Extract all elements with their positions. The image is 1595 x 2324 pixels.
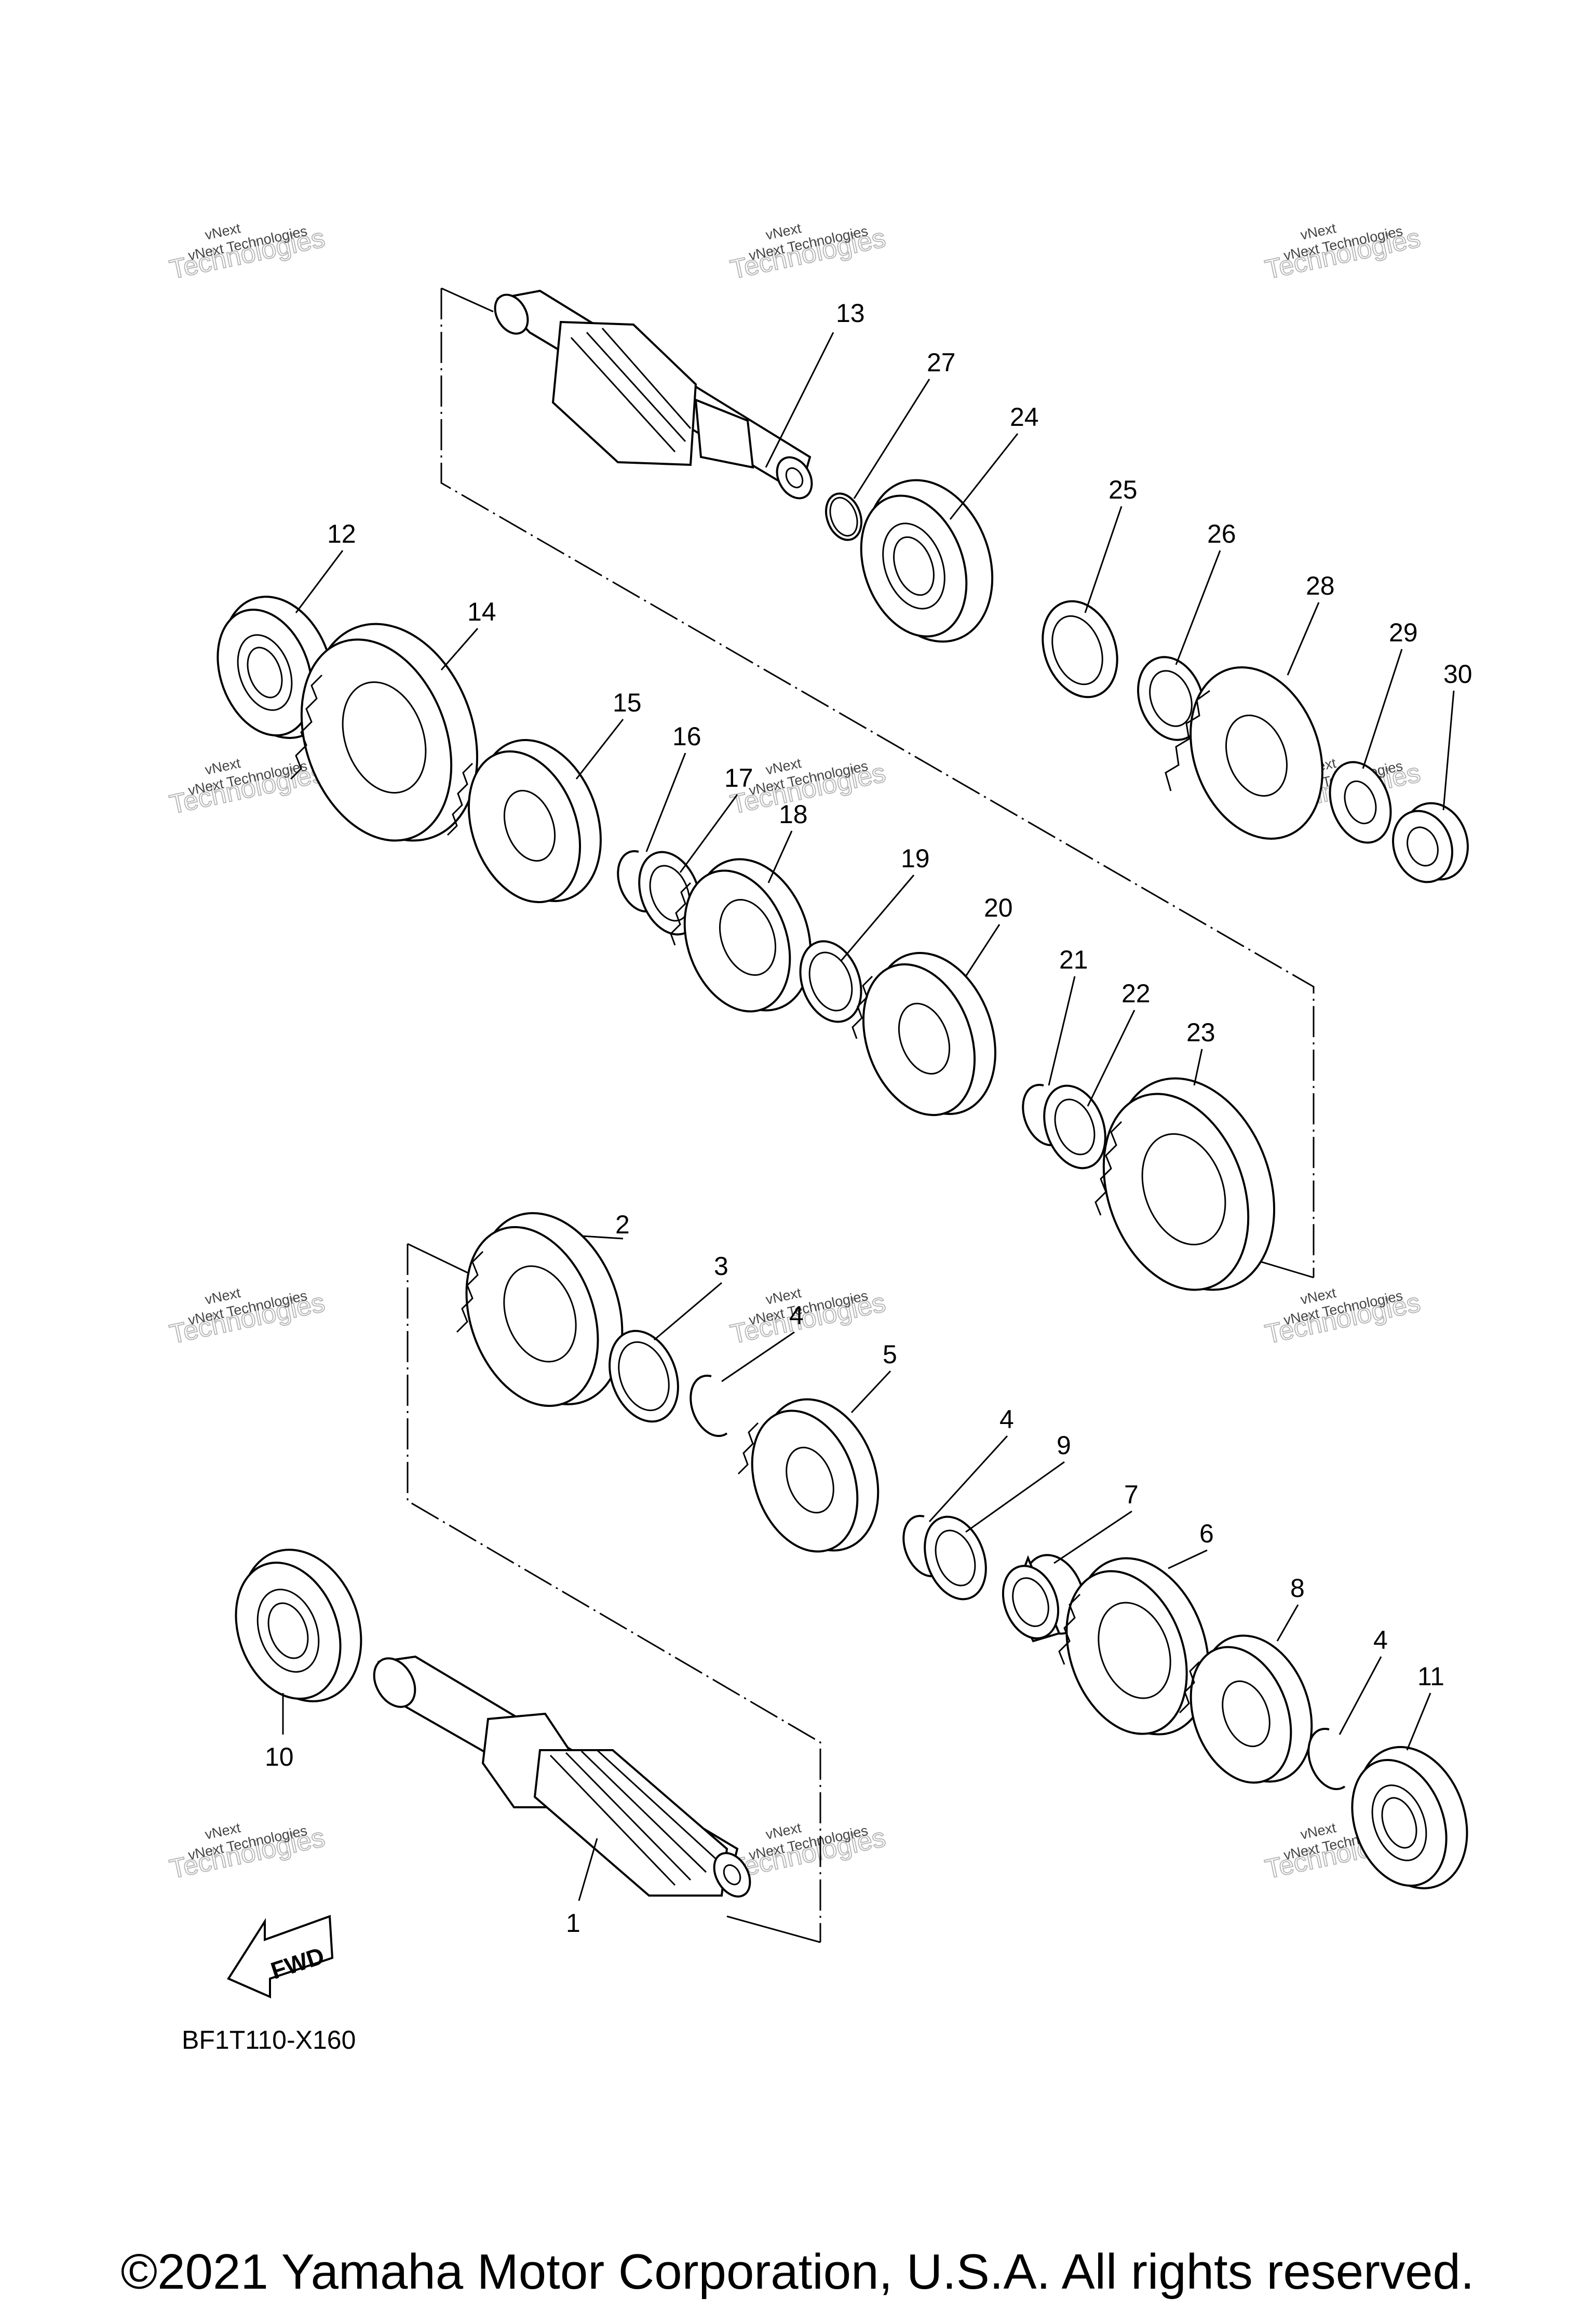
watermark: Technologies vNext vNext Technologies	[167, 220, 328, 286]
o-ring	[825, 492, 862, 541]
callout-label: 3	[714, 1252, 728, 1281]
callout-label: 8	[1290, 1574, 1305, 1603]
oil-seal	[1042, 600, 1118, 698]
callout-label: 7	[1124, 1480, 1139, 1509]
gear	[670, 858, 812, 1013]
diagram-code: BF1T110-X160	[182, 2025, 356, 2054]
callout-label: 2	[615, 1210, 630, 1239]
main-axle-shaft	[494, 289, 813, 500]
bearing	[860, 479, 994, 643]
callout-label: 9	[1057, 1431, 1071, 1460]
callout-label: 24	[1010, 402, 1039, 432]
gear	[290, 623, 478, 842]
bearing	[1351, 1746, 1468, 1889]
callout-label: 16	[672, 722, 701, 751]
fwd-arrow-icon: FWD	[227, 1915, 334, 1999]
gear	[456, 1212, 624, 1407]
callout-label: 4	[789, 1301, 804, 1330]
callout-label: 13	[836, 299, 865, 328]
circlip	[690, 1374, 728, 1437]
lock-washer	[1329, 761, 1392, 844]
callout-label: 4	[1373, 1626, 1388, 1655]
drive-axle-shaft	[373, 1655, 751, 1898]
callout-label: 11	[1417, 1662, 1444, 1691]
copyright-notice: ©2021 Yamaha Motor Corporation, U.S.A. A…	[120, 2244, 1475, 2300]
callout-label: 21	[1059, 945, 1088, 974]
gear	[1058, 1557, 1210, 1736]
callout-label: 19	[901, 844, 930, 873]
watermark: Technologies vNext vNext Technologies	[167, 1285, 328, 1350]
callout-labels: 13 27 24 25 26 28 29 30 12 14 15 16 17 1…	[265, 299, 1472, 1938]
callout-label: 30	[1443, 660, 1472, 689]
callout-label: 12	[327, 519, 356, 548]
callout-label: 26	[1207, 519, 1236, 548]
nut	[1392, 802, 1469, 883]
washer	[609, 1329, 679, 1423]
watermark: Technologies vNext vNext Technologies	[1262, 1285, 1424, 1350]
watermark: Technologies vNext vNext Technologies	[727, 220, 889, 286]
washer	[799, 940, 862, 1023]
callout-label: 23	[1186, 1018, 1215, 1047]
callout-label: 10	[265, 1742, 294, 1771]
gear	[1094, 1077, 1276, 1291]
callout-label: 15	[613, 688, 642, 717]
callout-label: 4	[999, 1405, 1014, 1434]
drive-axle-bracket	[407, 1243, 821, 1943]
callout-label: 17	[724, 763, 753, 792]
watermark: Technologies vNext vNext Technologies	[727, 1285, 889, 1350]
gear	[1179, 1634, 1313, 1784]
toothed-washer	[924, 1515, 987, 1601]
callout-label: 18	[779, 800, 808, 829]
callout-label: 29	[1389, 618, 1418, 647]
callout-label: 6	[1199, 1519, 1214, 1548]
callout-label: 20	[984, 893, 1013, 922]
toothed-washer	[1043, 1084, 1106, 1170]
watermark: Technologies vNext vNext Technologies	[167, 1820, 328, 1885]
watermark: Technologies vNext vNext Technologies	[1262, 220, 1424, 286]
callout-label: 5	[883, 1340, 897, 1369]
callout-label: 22	[1121, 979, 1151, 1008]
callout-label: 28	[1306, 571, 1335, 600]
watermark: Technologies vNext vNext Technologies	[167, 755, 328, 821]
leader-lines	[282, 332, 1455, 1901]
gear	[737, 1398, 880, 1553]
gear	[851, 952, 996, 1117]
bearing	[235, 1549, 362, 1702]
callout-label: 1	[566, 1909, 580, 1938]
gear	[447, 739, 602, 904]
drive-sprocket	[1165, 666, 1323, 840]
callout-label: 14	[467, 597, 496, 626]
collar	[1137, 656, 1205, 741]
callout-label: 25	[1109, 475, 1138, 504]
circlip	[1307, 1727, 1346, 1790]
callout-label: 27	[927, 348, 956, 377]
